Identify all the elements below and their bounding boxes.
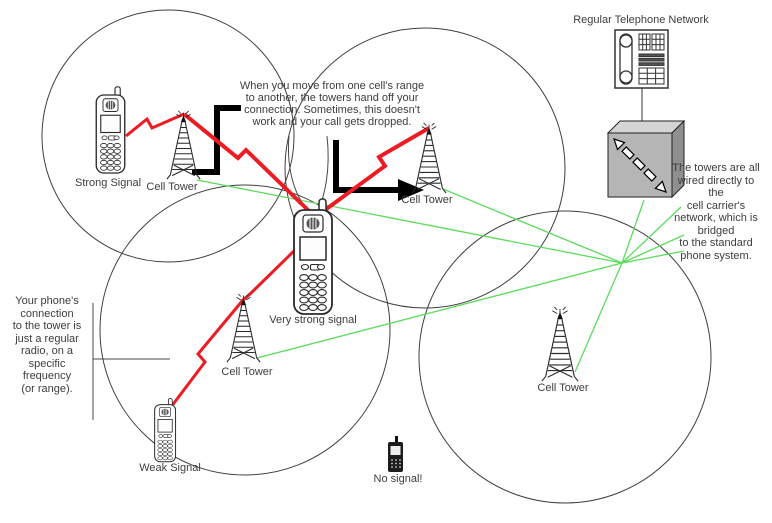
carrier-switch-box bbox=[606, 119, 686, 199]
weak-signal-label: Weak Signal bbox=[139, 462, 201, 474]
bracket-line bbox=[92, 303, 170, 420]
very-strong-signal-phone-icon bbox=[293, 198, 333, 315]
telephone-icon bbox=[614, 29, 669, 89]
coverage-circle-1 bbox=[41, 9, 295, 263]
cell-tower-3-icon bbox=[226, 293, 261, 363]
coverage-circle-4 bbox=[418, 210, 712, 504]
wire-line bbox=[621, 250, 685, 264]
signal-bolt-weak bbox=[169, 248, 297, 408]
wire-line bbox=[621, 199, 645, 264]
signal-bolt-strong bbox=[125, 112, 185, 138]
very-strong-signal-label: Very strong signal bbox=[269, 314, 357, 326]
wire-line bbox=[442, 188, 623, 264]
wired-annotation: The towers are all wired directly to the… bbox=[672, 162, 760, 262]
strong-signal-phone-icon bbox=[95, 86, 126, 174]
cell-tower-3-label: Cell Tower bbox=[221, 366, 273, 378]
signal-bolt-handoff-left bbox=[182, 112, 311, 213]
wire-line bbox=[256, 262, 623, 359]
handoff-arrow-path bbox=[333, 140, 400, 193]
coverage-circle-2 bbox=[284, 27, 566, 309]
radio-annotation: Your phone's connection to the tower is … bbox=[12, 295, 82, 395]
cell-tower-4-label: Cell Tower bbox=[537, 382, 589, 394]
radio-signal-bolts bbox=[125, 112, 431, 408]
no-signal-label: No signal! bbox=[373, 473, 423, 485]
telephone-network-label: Regular Telephone Network bbox=[573, 14, 709, 26]
wire-line bbox=[621, 206, 682, 264]
wired-network-lines bbox=[196, 179, 685, 373]
wire-line bbox=[196, 179, 623, 264]
switch-arrow-icon bbox=[613, 138, 667, 193]
wire-line bbox=[621, 234, 685, 264]
handoff-arrowhead bbox=[398, 179, 424, 201]
signal-bolt-handoff-right bbox=[323, 126, 431, 212]
cell-tower-4-icon bbox=[541, 306, 579, 382]
strong-signal-label: Strong Signal bbox=[74, 177, 142, 189]
cell-tower-2-label: Cell Tower bbox=[401, 194, 453, 206]
handoff-annotation: When you move from one cell's range to a… bbox=[239, 80, 425, 128]
weak-signal-phone-icon bbox=[154, 398, 177, 463]
cell-tower-1-label: Cell Tower bbox=[146, 181, 198, 193]
coverage-circle-3 bbox=[99, 184, 391, 476]
no-signal-phone-icon bbox=[388, 436, 403, 472]
wire-line bbox=[574, 262, 623, 373]
